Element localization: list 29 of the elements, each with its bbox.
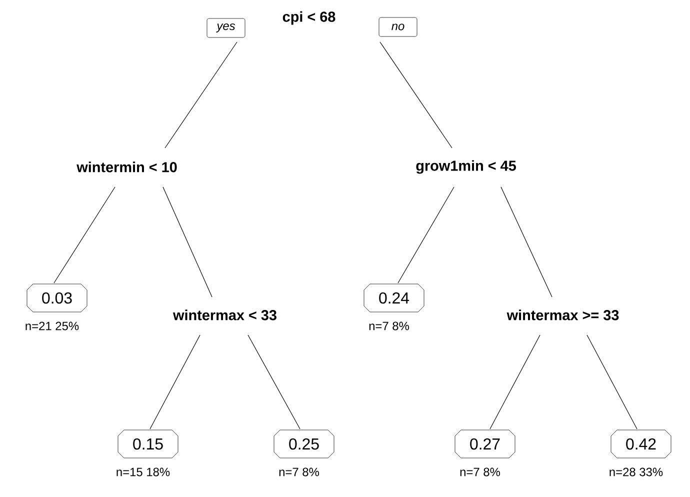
branch-line bbox=[54, 186, 116, 284]
branch-line bbox=[490, 334, 540, 430]
leaf-box: 0.27 bbox=[454, 430, 516, 458]
branch-line bbox=[150, 334, 200, 430]
count-label: n=15 18% bbox=[116, 468, 170, 476]
branch-line bbox=[162, 186, 212, 298]
count-label: n=7 8% bbox=[279, 468, 319, 476]
leaf-box: 0.15 bbox=[118, 430, 178, 458]
split-label: wintermax < 33 bbox=[172, 310, 276, 320]
split-label: grow1min < 45 bbox=[416, 160, 516, 174]
leaf-box: 0.25 bbox=[274, 430, 334, 458]
branch-tag: no bbox=[378, 17, 418, 37]
leaf-box: 0.24 bbox=[364, 284, 424, 312]
count-label: n=7 8% bbox=[460, 468, 500, 476]
branch-line bbox=[380, 42, 452, 148]
split-label: wintermax >= 33 bbox=[506, 310, 619, 320]
branch-line bbox=[586, 334, 638, 430]
count-label: n=21 25% bbox=[26, 322, 79, 330]
count-label: n=28 33% bbox=[610, 468, 663, 476]
branch-tag: yes bbox=[206, 18, 246, 38]
branch-line bbox=[164, 42, 238, 148]
count-label: n=7 8% bbox=[369, 322, 409, 330]
branch-line bbox=[500, 186, 552, 298]
leaf-box: 0.03 bbox=[26, 284, 88, 312]
split-label: cpi < 68 bbox=[282, 11, 336, 25]
branch-line bbox=[398, 186, 454, 284]
split-label: wintermin < 10 bbox=[76, 162, 177, 172]
branch-line bbox=[248, 334, 300, 430]
leaf-box: 0.42 bbox=[610, 430, 672, 458]
